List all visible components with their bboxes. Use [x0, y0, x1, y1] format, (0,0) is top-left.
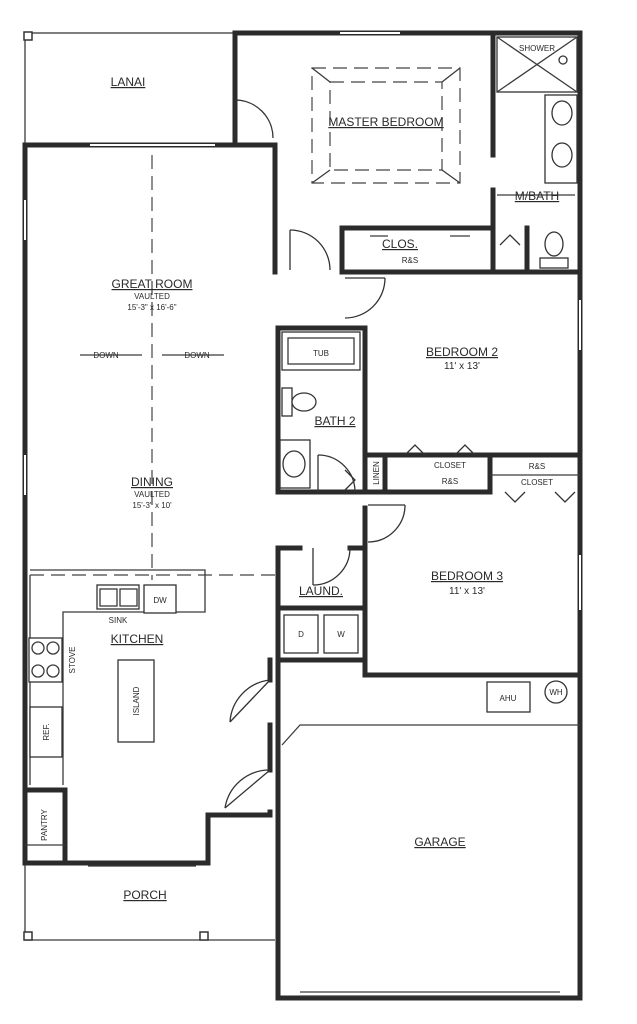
bedroom2-closet-label: CLOSET	[434, 461, 466, 470]
linen-label: LINEN	[372, 461, 381, 485]
fixtures	[24, 32, 581, 997]
bedroom3-closet-label: CLOSET	[521, 478, 553, 487]
dryer-label: D	[298, 630, 304, 639]
laundry-label: LAUND.	[299, 584, 343, 598]
bath2-label: BATH 2	[314, 414, 355, 428]
sink-icon	[282, 450, 306, 478]
room-labels: LANAI MASTER BEDROOM SHOWER M/BATH CLOS.…	[40, 44, 563, 902]
island-box	[117, 659, 155, 743]
lanai-label: LANAI	[111, 75, 146, 89]
water-heater-icon	[544, 680, 568, 704]
stove-label: STOVE	[68, 647, 77, 674]
door-swings	[224, 99, 576, 809]
master-bath-label: M/BATH	[515, 189, 559, 203]
bedroom3-label: BEDROOM 3	[431, 569, 503, 583]
shower-drain-icon	[558, 55, 568, 65]
great-room-note: VAULTED	[134, 292, 170, 301]
dining-label: DINING	[131, 475, 173, 489]
sink-label: SINK	[109, 616, 128, 625]
porch-post-icon	[23, 931, 33, 941]
ceiling-dash-lines	[30, 67, 461, 580]
pantry-label: PANTRY	[40, 808, 49, 840]
water-heater-label: WH	[549, 688, 563, 697]
bedroom2-closet-rs-label: R&S	[442, 477, 458, 486]
interior-walls	[22, 30, 583, 866]
stove-fixture	[28, 637, 63, 683]
sink-icon	[551, 100, 573, 126]
porch-post-icon	[199, 931, 209, 941]
great-room-dim: 15'-3" x 16'-6"	[127, 303, 176, 312]
dishwasher-box	[143, 584, 177, 614]
toilet-tank-icon	[539, 257, 569, 269]
great-room-label: GREAT ROOM	[112, 277, 193, 291]
kitchen-counter	[30, 569, 206, 785]
sink-icon	[551, 142, 573, 168]
bedroom3-dim: 11' x 13'	[449, 586, 485, 597]
dining-note: VAULTED	[134, 490, 170, 499]
bedroom2-dim: 11' x 13'	[444, 361, 480, 372]
shower-label: SHOWER	[519, 44, 555, 53]
down-label-right: DOWN	[184, 351, 210, 360]
toilet-tank-icon	[281, 387, 293, 417]
kitchen-label: KITCHEN	[111, 632, 164, 646]
porch-area	[23, 861, 275, 941]
bedroom3-closet-rs-label: R&S	[529, 462, 545, 471]
tub-label: TUB	[313, 349, 329, 358]
master-closet-rs-label: R&S	[402, 256, 418, 265]
dryer-box	[283, 614, 319, 654]
master-bedroom-label: MASTER BEDROOM	[328, 115, 443, 129]
garage-label: GARAGE	[414, 835, 465, 849]
dishwasher-label: DW	[153, 596, 167, 605]
island-label: ISLAND	[132, 686, 141, 715]
ahu-box	[486, 681, 531, 713]
toilet-icon	[544, 231, 564, 257]
down-label-left: DOWN	[93, 351, 119, 360]
porch-label: PORCH	[123, 888, 166, 902]
ahu-label: AHU	[500, 694, 517, 703]
refrigerator-label: REF.	[42, 723, 51, 740]
lanai-post-icon	[23, 31, 33, 41]
master-closet-label: CLOS.	[382, 237, 418, 251]
washer-box	[323, 614, 359, 654]
toilet-icon	[291, 392, 317, 412]
dining-dim: 15'-3" x 10'	[132, 501, 172, 510]
exterior-walls	[22, 30, 583, 1001]
refrigerator-box	[29, 706, 63, 758]
washer-label: W	[337, 630, 345, 639]
bedroom2-label: BEDROOM 2	[426, 345, 498, 359]
